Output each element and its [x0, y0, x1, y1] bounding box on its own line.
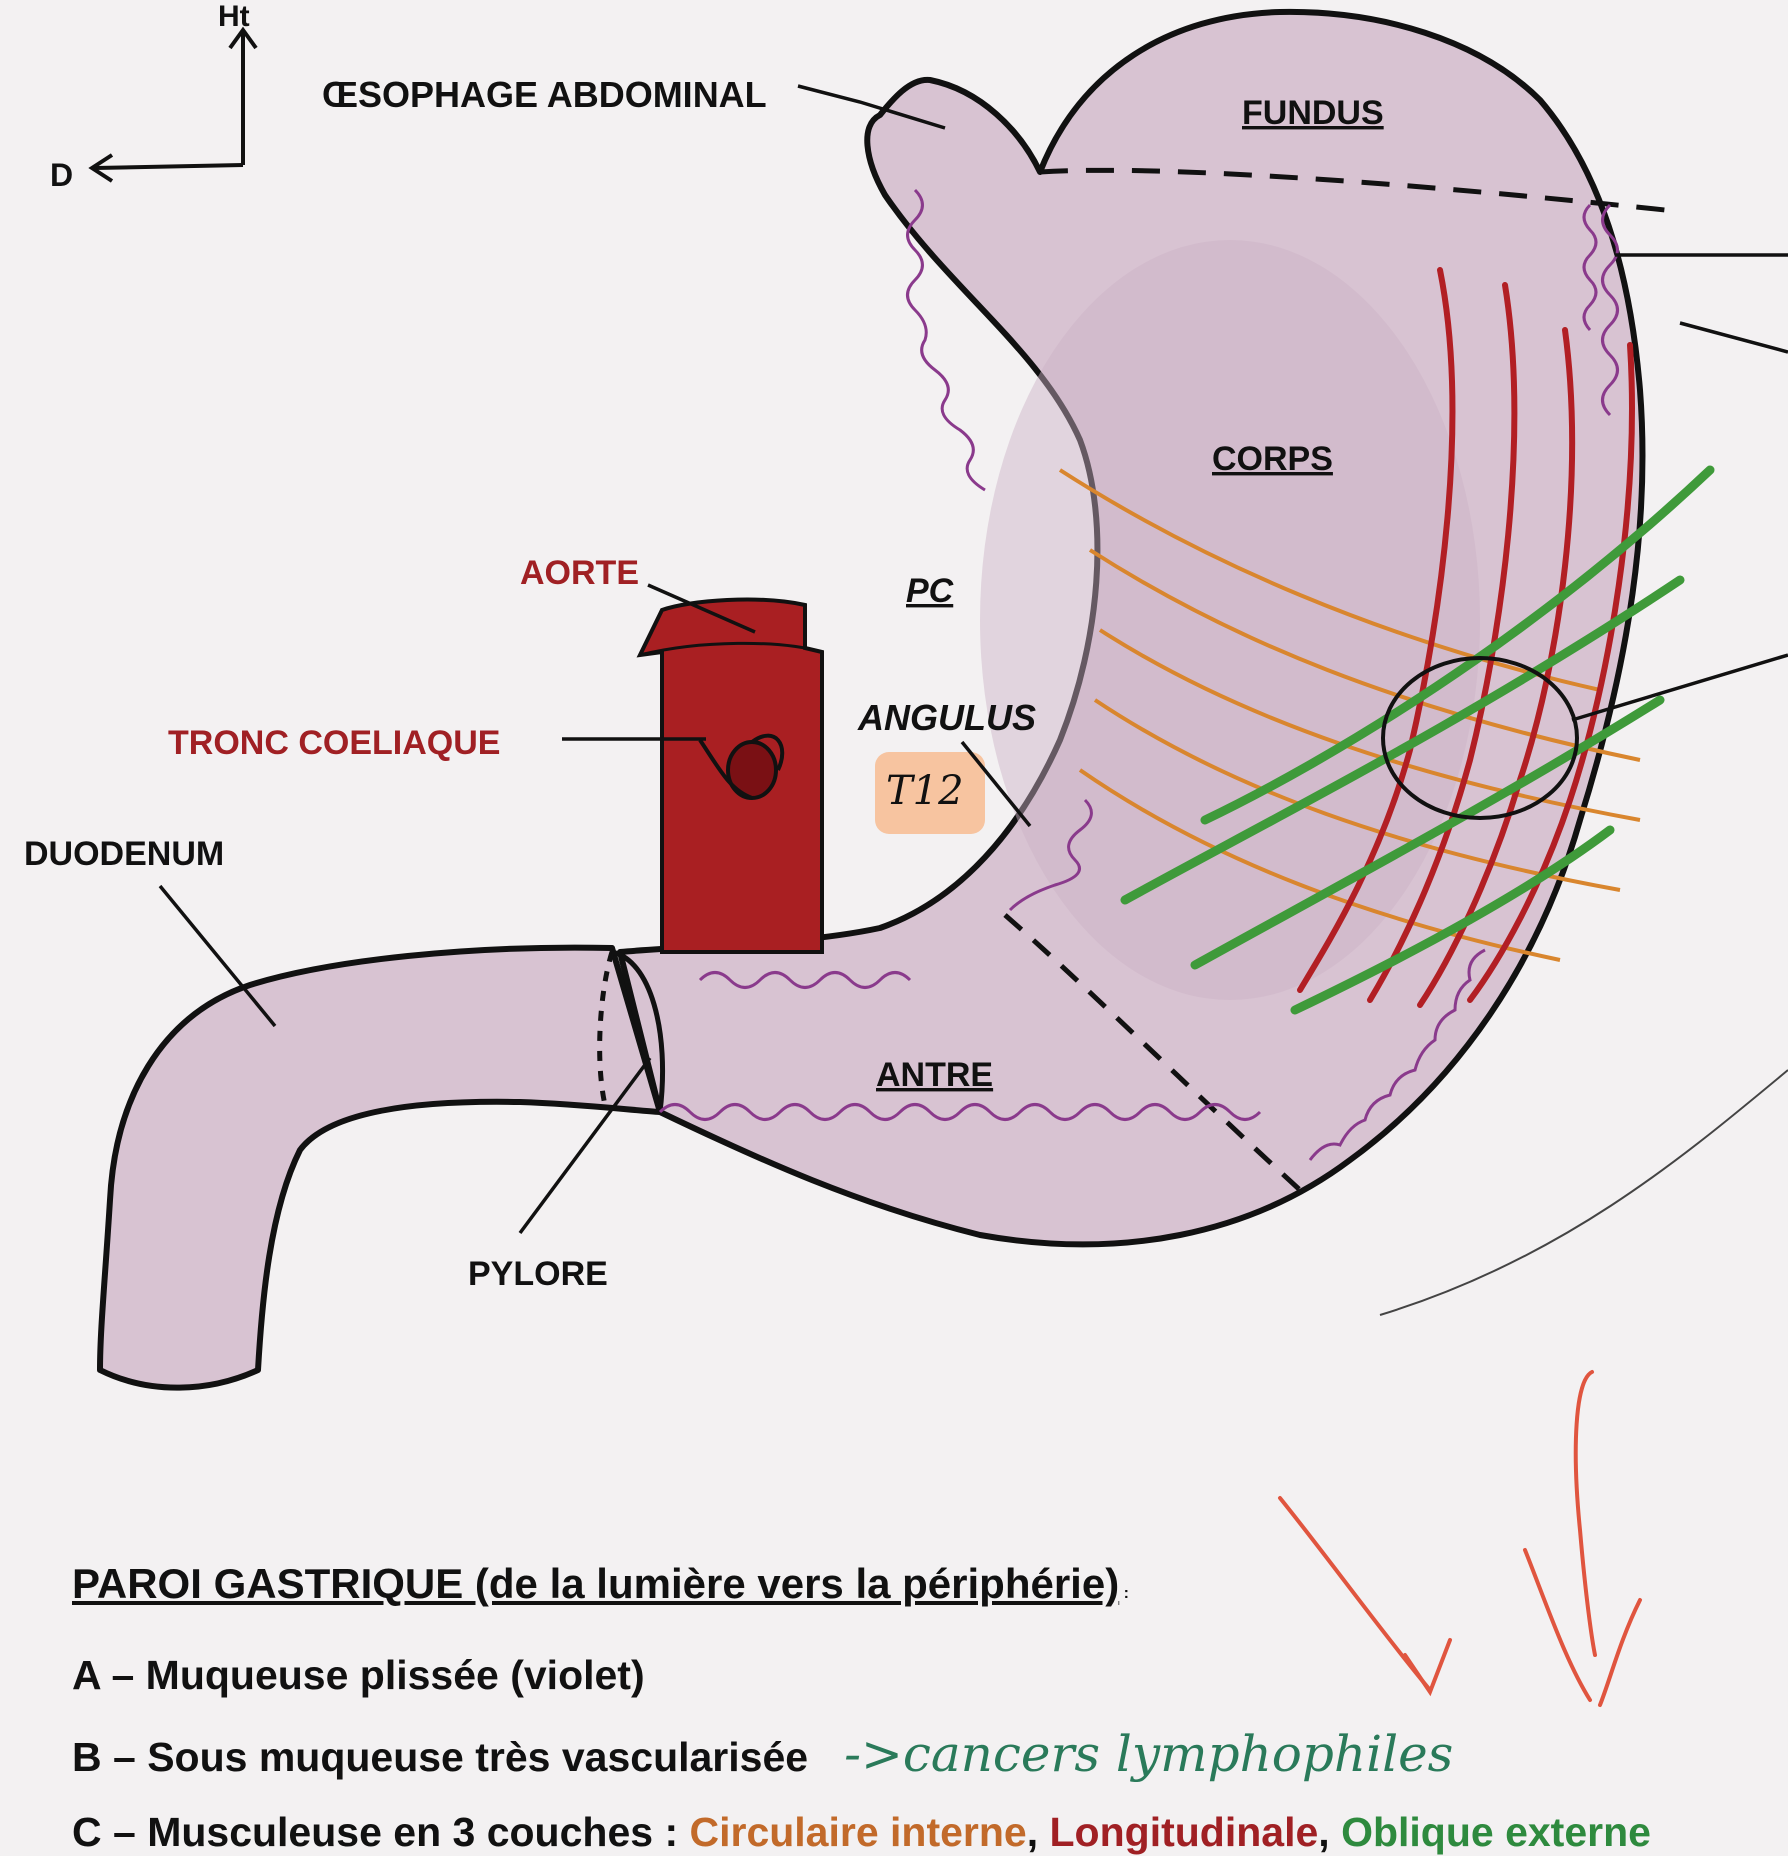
- oblique-muscle-lines: [1120, 465, 1715, 1015]
- label-aorte: AORTE: [520, 554, 639, 592]
- label-fundus: FUNDUS: [1242, 94, 1384, 132]
- label-angulus: ANGULUS: [857, 697, 1036, 738]
- handwritten-arrows: [1278, 1370, 1642, 1707]
- stomach-shape: [617, 8, 1646, 1248]
- legend-title-row: PAROI GASTRIQUE (de la lumière vers la p…: [72, 1560, 1788, 1608]
- gastric-wall-legend: PAROI GASTRIQUE (de la lumière vers la p…: [72, 1560, 1788, 1856]
- background-curve: [1379, 1069, 1788, 1316]
- legend-sep-2: ,: [1318, 1809, 1342, 1855]
- legend-item-c-row: C – Musculeuse en 3 couches : Circulaire…: [72, 1809, 1788, 1856]
- body-shading: [980, 240, 1480, 1000]
- legend-item-b: B – Sous muqueuse très vascularisée: [72, 1734, 809, 1780]
- label-antre: ANTRE: [876, 1056, 993, 1094]
- legend-title-suffix: :: [1119, 1585, 1129, 1602]
- legend-item-c-longitudinale: Longitudinale: [1049, 1809, 1319, 1855]
- label-duodenum: DUODENUM: [24, 835, 224, 873]
- fundus-body-separator: [1039, 167, 1666, 213]
- body-antrum-separator: [1003, 913, 1302, 1192]
- legend-title: PAROI GASTRIQUE (de la lumière vers la p…: [72, 1560, 1120, 1607]
- legend-item-a: A – Muqueuse plissée (violet): [72, 1652, 645, 1698]
- legend-item-b-note: ->cancers lymphophiles: [844, 1725, 1454, 1783]
- axis-up-label: Ht: [218, 0, 250, 33]
- pylorus-solid-ring: [611, 949, 665, 1113]
- axis-right-label: D: [50, 157, 73, 193]
- layer-junction-circle: [1381, 656, 1579, 820]
- legend-item-c-circulaire: Circulaire interne: [689, 1809, 1027, 1855]
- t12-highlight: [875, 752, 985, 834]
- leader-lines: [158, 84, 1788, 1235]
- legend-sep-1: ,: [1026, 1809, 1050, 1855]
- duodenum-shape: [97, 944, 663, 1391]
- orientation-axes: [88, 26, 258, 183]
- mucosa-wavy-lines: [658, 188, 1619, 1161]
- legend-item-b-row: B – Sous muqueuse très vascularisée ->can…: [72, 1725, 1788, 1783]
- label-pc: PC: [906, 572, 954, 610]
- label-corps: CORPS: [1212, 440, 1333, 478]
- longitudinal-muscle-lines: [1297, 267, 1635, 1008]
- legend-item-c-oblique: Oblique externe: [1341, 1809, 1651, 1855]
- legend-item-c-prefix: C – Musculeuse en 3 couches :: [72, 1809, 690, 1855]
- celiac-trunk-ostium: [698, 733, 785, 800]
- label-oesophage: ŒSOPHAGE ABDOMINAL: [322, 74, 767, 115]
- label-pylore: PYLORE: [468, 1255, 608, 1293]
- label-t12: T12: [886, 768, 964, 814]
- label-tronc-coeliaque: TRONC COELIAQUE: [168, 724, 500, 762]
